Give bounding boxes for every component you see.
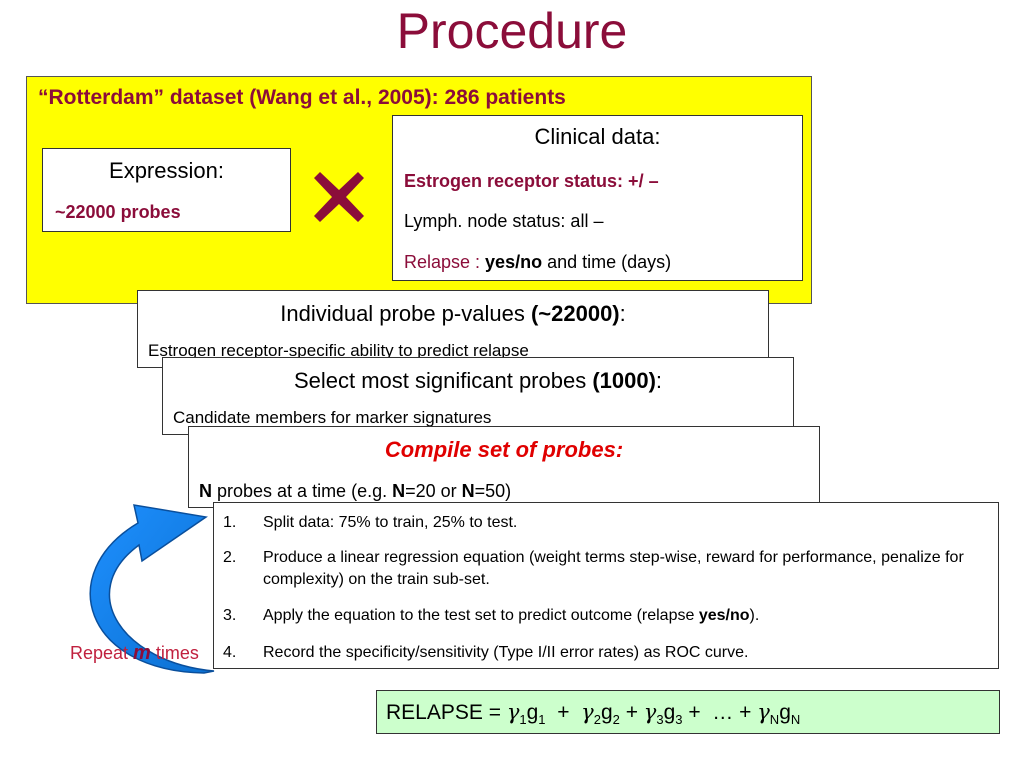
stage-heading: Compile set of probes:	[384, 437, 624, 462]
estrogen-receptor-status: Estrogen receptor status: +/ –	[404, 171, 659, 191]
subscript: 2	[612, 712, 620, 728]
stage-heading-count: (~22000)	[530, 301, 620, 326]
stage-heading: Select most significant probes (1000):	[163, 368, 793, 394]
subscript: N	[769, 712, 780, 728]
relapse-status: Relapse : yes/no and time (days)	[404, 252, 671, 273]
relapse-formula: RELAPSE = γ1g1 + γ2g2 + γ3g3 + … + γNgN	[386, 700, 800, 727]
subscript: 3	[656, 712, 664, 728]
step-text: Produce a linear regression equation (we…	[263, 549, 964, 588]
subscript: 3	[675, 712, 683, 728]
subscript: 1	[538, 712, 546, 728]
step-number: 3.	[223, 607, 237, 624]
stage-select-probes: Select most significant probes (1000): C…	[162, 357, 794, 435]
clinical-data-box	[392, 115, 803, 281]
step-number: 4.	[223, 644, 237, 661]
stage-probe-pvalues: Individual probe p-values (~22000): Estr…	[137, 290, 769, 368]
stage-compile-probes: Compile set of probes: N probes at a tim…	[188, 426, 820, 508]
stage-subtext: Candidate members for marker signatures	[173, 408, 492, 427]
gamma: γ	[506, 700, 520, 724]
repeat-label: Repeat m times	[70, 642, 199, 665]
relapse-label: Relapse :	[404, 252, 486, 272]
subscript: 2	[593, 712, 601, 728]
step-text: Split data: 75% to train, 25% to test.	[263, 514, 518, 531]
formula-box	[376, 690, 1000, 734]
subtext-part: probes at a time (e.g.	[212, 481, 393, 501]
plus: +	[682, 701, 707, 724]
step-text-bold: yes/no	[698, 607, 750, 624]
stage-heading-count: (1000)	[592, 368, 656, 393]
page-title: Procedure	[396, 3, 628, 59]
step-text-part: ).	[749, 607, 760, 624]
n-symbol: N	[392, 481, 406, 501]
steps-box	[213, 502, 999, 669]
relapse-rest: and time (days)	[542, 252, 672, 272]
stage-heading-text: Select most significant probes	[293, 368, 593, 393]
repeat-text: times	[150, 643, 199, 663]
ellipsis: … +	[706, 701, 758, 724]
expression-box	[42, 148, 291, 232]
plus: +	[619, 701, 644, 724]
stage-subtext: N probes at a time (e.g. N=20 or N=50)	[199, 481, 511, 502]
step-text: Apply the equation to the test set to pr…	[263, 605, 983, 627]
subtext-part: =20 or	[405, 481, 462, 501]
n-symbol: N	[199, 481, 212, 501]
g-term: g	[663, 701, 676, 724]
repeat-m: m	[133, 642, 151, 664]
clinical-data-title: Clinical data:	[534, 124, 661, 149]
relapse-yes-no: yes/no	[485, 252, 543, 272]
stage-heading: Individual probe p-values (~22000):	[138, 301, 768, 327]
cross-icon	[314, 172, 364, 222]
step-text-part: Apply the equation to the test set to pr…	[263, 607, 699, 624]
gamma: γ	[757, 700, 770, 724]
repeat-text: Repeat	[70, 643, 134, 663]
plus: +	[545, 701, 582, 724]
gamma: γ	[581, 700, 594, 724]
stage-heading-colon: :	[619, 301, 626, 326]
stage-heading-colon: :	[655, 368, 663, 393]
formula-lhs: RELAPSE =	[386, 701, 507, 724]
lymph-node-status: Lymph. node status: all –	[404, 211, 604, 231]
g-term: g	[600, 701, 613, 724]
stage-heading-text: Individual probe p-values	[280, 301, 531, 326]
g-term: g	[779, 701, 791, 724]
subscript: N	[790, 712, 801, 728]
step-text: Record the specificity/sensitivity (Type…	[263, 644, 749, 661]
expression-probes: ~22000 probes	[55, 202, 181, 222]
subscript: 1	[519, 712, 527, 728]
gamma: γ	[643, 700, 657, 724]
n-symbol: N	[461, 481, 475, 501]
expression-title: Expression:	[109, 158, 224, 183]
step-number: 1.	[223, 514, 237, 531]
subtext-part: =50)	[474, 481, 512, 501]
stage-subtext: Estrogen receptor-specific ability to pr…	[148, 341, 529, 360]
g-term: g	[526, 701, 539, 724]
dataset-title: “Rotterdam” dataset (Wang et al., 2005):…	[38, 86, 566, 109]
step-number: 2.	[223, 549, 237, 566]
curved-arrow-icon	[89, 504, 215, 674]
